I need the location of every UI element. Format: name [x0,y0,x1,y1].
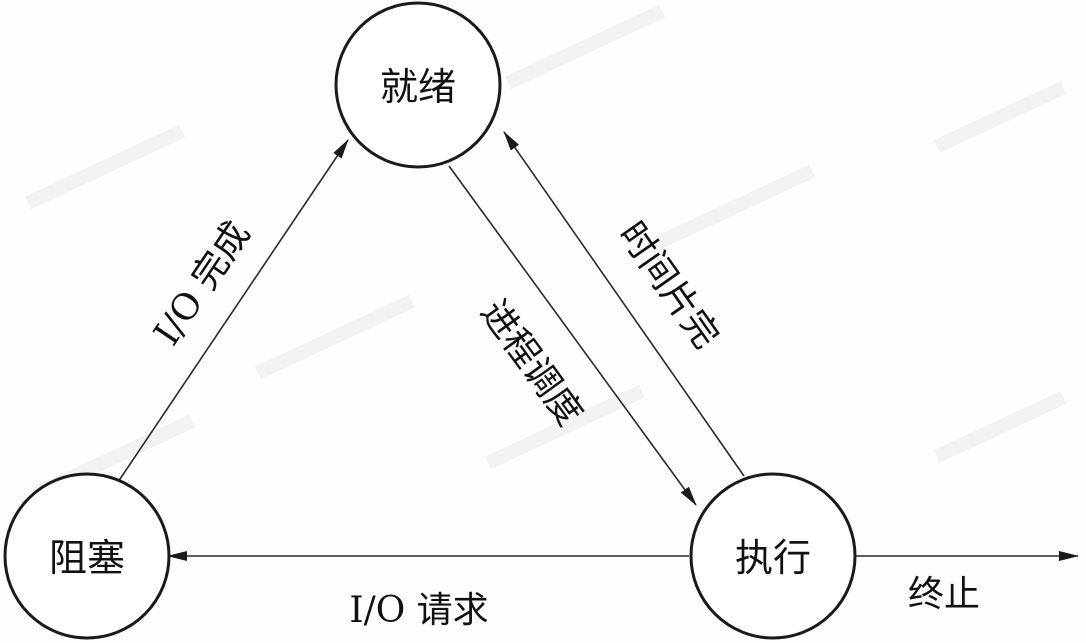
edge-dispatch [448,165,697,506]
state-blocked-label: 阻塞 [49,536,125,580]
state-blocked: 阻塞 [3,472,171,640]
label-io-complete: I/O 完成 [147,214,259,352]
edge-io-complete [115,139,349,486]
label-dispatch: 进程调度 [472,293,590,434]
state-running: 执行 [689,472,857,640]
watermark-layer [25,4,1067,500]
state-ready: 就绪 [334,1,502,169]
edge-timeout [503,131,745,477]
label-terminate: 终止 [908,574,980,615]
state-ready-label: 就绪 [380,65,456,109]
label-io-request: I/O 请求 [349,590,488,631]
state-running-label: 执行 [735,536,811,580]
